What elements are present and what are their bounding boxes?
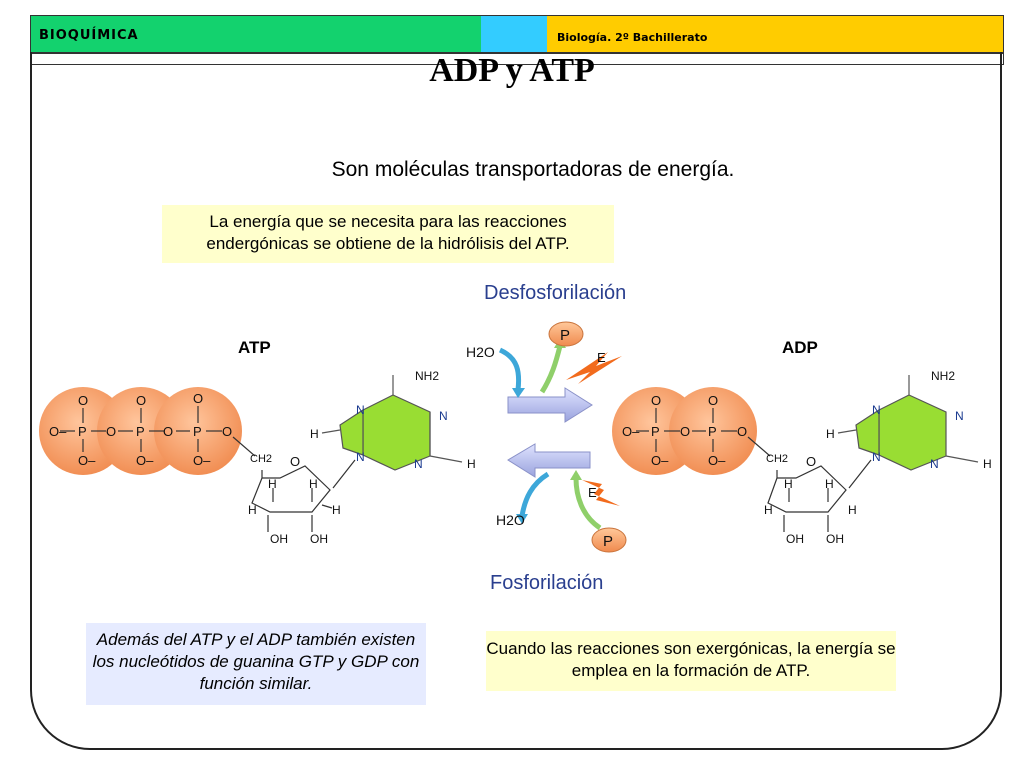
- adp-atom-n: N: [930, 457, 939, 471]
- header-bar: BIOQUÍMICA Biología. 2º Bachillerato: [30, 15, 1004, 53]
- note-exergonic: Cuando las reacciones son exergónicas, l…: [486, 631, 896, 691]
- atp-atom-nh2: NH2: [415, 369, 439, 383]
- slide-subtitle: Son moléculas transportadoras de energía…: [331, 158, 735, 181]
- adp-atom-h: H: [848, 503, 857, 517]
- phosphate-out-arrow: [539, 345, 563, 394]
- adp-ribose-o: O: [806, 454, 816, 469]
- atp-atom-h: H: [309, 477, 318, 491]
- header-yellow-block: Biología. 2º Bachillerato: [547, 16, 1003, 52]
- adp-atom-ch2: CH2: [766, 453, 788, 465]
- adp-atom-o-minus: O–: [708, 453, 726, 468]
- adp-atom-nh2: NH2: [931, 369, 955, 383]
- water-in-arrow: [498, 347, 522, 391]
- atp-atom-o-minus: O–: [49, 424, 67, 439]
- adp-atom-o: O: [737, 424, 747, 439]
- phosphorylation-arrow: [507, 443, 591, 478]
- adp-phosphate-alpha: [669, 387, 757, 475]
- atp-atom-o-minus: O–: [78, 453, 96, 468]
- atp-atom-p: P: [193, 424, 202, 439]
- adp-atom-o-minus: O–: [622, 424, 640, 439]
- water-label-top: H2O: [466, 344, 495, 360]
- atp-atom-h: H: [332, 503, 341, 517]
- phosphate-label-top: P: [560, 327, 570, 344]
- note-hydrolysis: La energía que se necesita para las reac…: [162, 205, 614, 263]
- atp-atom-o: O: [106, 424, 116, 439]
- adp-atom-p: P: [708, 424, 717, 439]
- adp-label: ADP: [782, 338, 818, 357]
- adp-atom-o: O: [651, 393, 661, 408]
- atp-atom-o: O: [163, 424, 173, 439]
- adp-atom-n: N: [872, 403, 881, 417]
- atp-atom-n: N: [414, 457, 423, 471]
- adp-atom-oh: OH: [826, 532, 844, 546]
- dephosphorylation-label: Desfosforilación: [484, 282, 627, 304]
- atp-label: ATP: [238, 338, 271, 357]
- atp-atom-o: O: [136, 393, 146, 408]
- header-cyan-block: [481, 16, 547, 52]
- atp-atom-n: N: [356, 403, 365, 417]
- adp-molecule: [612, 375, 979, 532]
- water-out-arrow: [519, 471, 550, 517]
- adp-atom-h: H: [784, 477, 793, 491]
- slide-frame: [30, 52, 1002, 750]
- phosphate-in-arrow: [573, 477, 602, 531]
- adp-atom-o: O: [680, 424, 690, 439]
- adp-atom-o-minus: O–: [651, 453, 669, 468]
- energy-label-bottom: E: [588, 485, 597, 500]
- adp-atom-h: H: [826, 427, 835, 441]
- water-label-bottom: H2O: [496, 512, 525, 528]
- atp-ribose-o: O: [290, 454, 300, 469]
- atp-atom-n: N: [356, 450, 365, 464]
- atp-atom-o: O: [78, 393, 88, 408]
- dephosphorylation-arrow: [507, 387, 593, 423]
- adp-atom-o: O: [708, 393, 718, 408]
- header-course-label: Biología. 2º Bachillerato: [557, 31, 708, 44]
- phosphate-ball-icon: [548, 321, 584, 347]
- atp-atom-o: O: [222, 424, 232, 439]
- atp-atom-h: H: [268, 477, 277, 491]
- phosphate-label-bottom: P: [603, 533, 613, 550]
- header-section-label: BIOQUÍMICA: [39, 28, 139, 43]
- atp-atom-h: H: [248, 503, 257, 517]
- phosphorylation-label: Fosforilación: [490, 572, 604, 594]
- atp-atom-o-minus: O–: [136, 453, 154, 468]
- energy-bolt-icon: [582, 480, 620, 506]
- atp-atom-p: P: [136, 424, 145, 439]
- atp-phosphate-alpha: [154, 387, 242, 475]
- atp-atom-n: N: [439, 409, 448, 423]
- adp-atom-p: P: [651, 424, 660, 439]
- slide-title: ADP y ATP: [429, 52, 595, 89]
- atp-atom-oh: OH: [310, 532, 328, 546]
- adp-atom-h: H: [764, 503, 773, 517]
- note-guanine: Además del ATP y el ADP también existen …: [86, 623, 426, 705]
- atp-atom-oh: OH: [270, 532, 288, 546]
- adp-atom-n: N: [955, 409, 964, 423]
- atp-atom-o-minus: O–: [193, 453, 211, 468]
- atp-molecule: [39, 375, 463, 532]
- adp-atom-n: N: [872, 450, 881, 464]
- atp-atom-p: P: [78, 424, 87, 439]
- atp-atom-o: O: [193, 391, 203, 406]
- phosphate-ball-icon: [591, 527, 627, 553]
- adp-atom-oh: OH: [786, 532, 804, 546]
- energy-label-top: E: [597, 350, 606, 365]
- adp-atom-h: H: [825, 477, 834, 491]
- energy-bolt-icon: [566, 352, 622, 384]
- atp-atom-ch2: CH2: [250, 453, 272, 465]
- atp-atom-h: H: [467, 457, 476, 471]
- atp-atom-h: H: [310, 427, 319, 441]
- header-green-block: BIOQUÍMICA: [31, 16, 481, 52]
- adp-atom-h: H: [983, 457, 992, 471]
